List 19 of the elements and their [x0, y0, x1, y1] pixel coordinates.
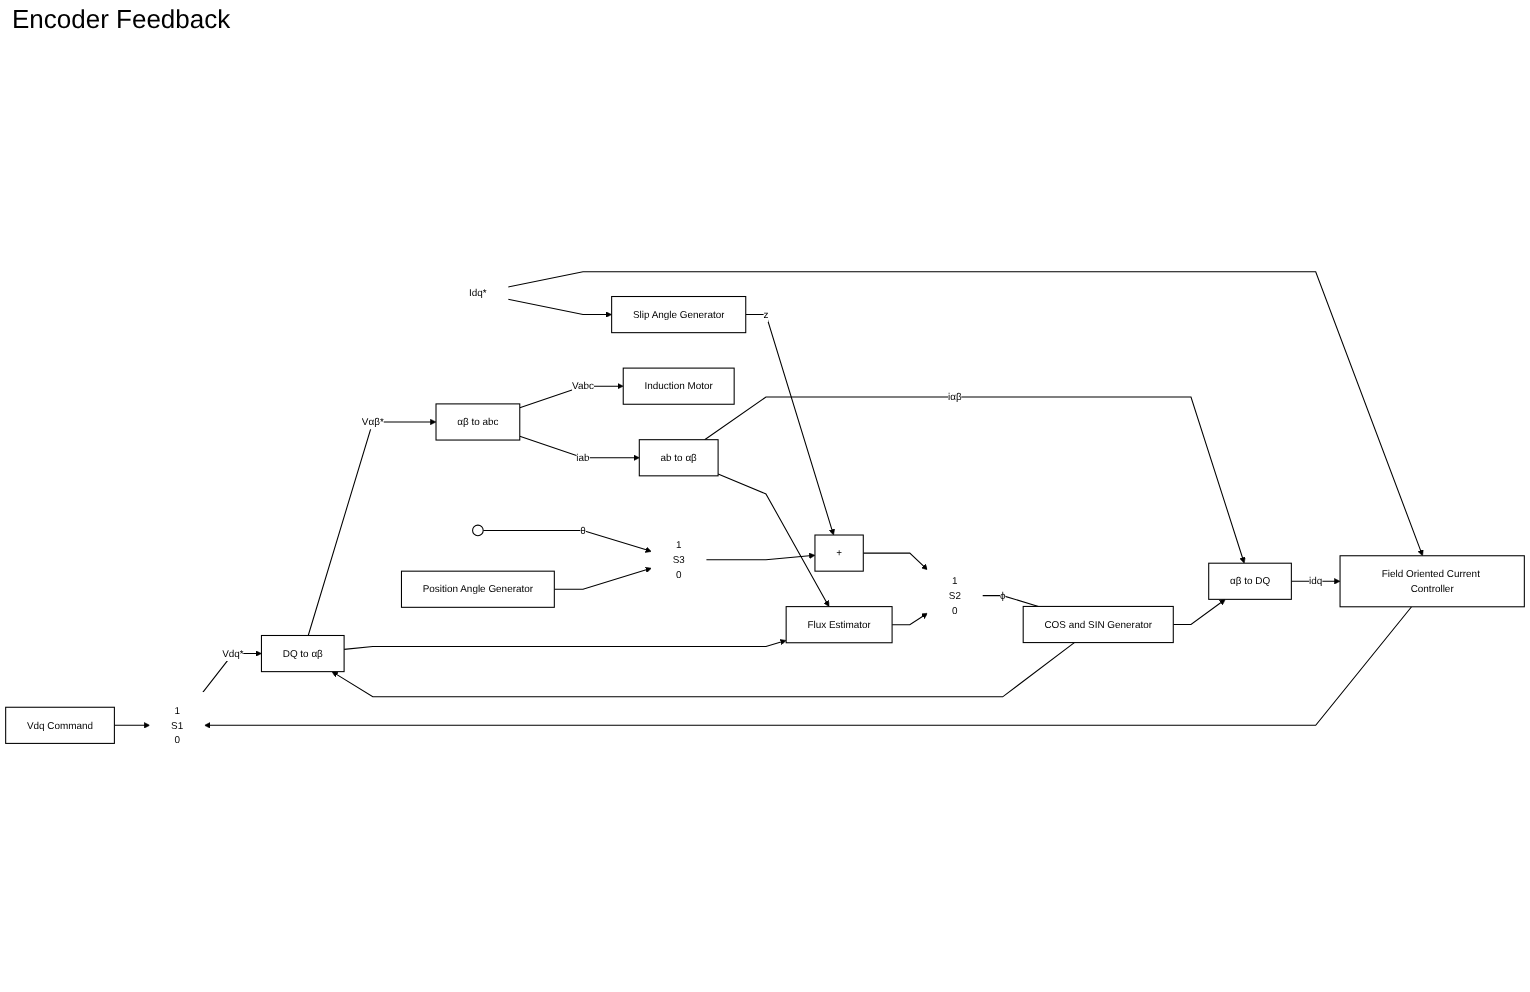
arrow	[113, 722, 151, 729]
arrow	[343, 639, 787, 650]
arrow	[705, 552, 816, 561]
connector	[981, 595, 1039, 607]
note-label: Encoder Feedback	[12, 4, 231, 34]
arrow	[891, 612, 928, 626]
arrow	[507, 271, 1424, 557]
arrow	[553, 566, 652, 590]
arrow	[1172, 599, 1226, 626]
arrow	[307, 418, 437, 636]
arrow	[331, 642, 1075, 698]
arrow	[862, 552, 928, 571]
node-circle	[472, 524, 484, 537]
arrow	[745, 314, 835, 536]
arrow	[704, 396, 1246, 564]
arrow	[519, 435, 640, 461]
arrow	[717, 473, 830, 607]
arrow	[482, 529, 652, 553]
arrow	[507, 298, 612, 318]
